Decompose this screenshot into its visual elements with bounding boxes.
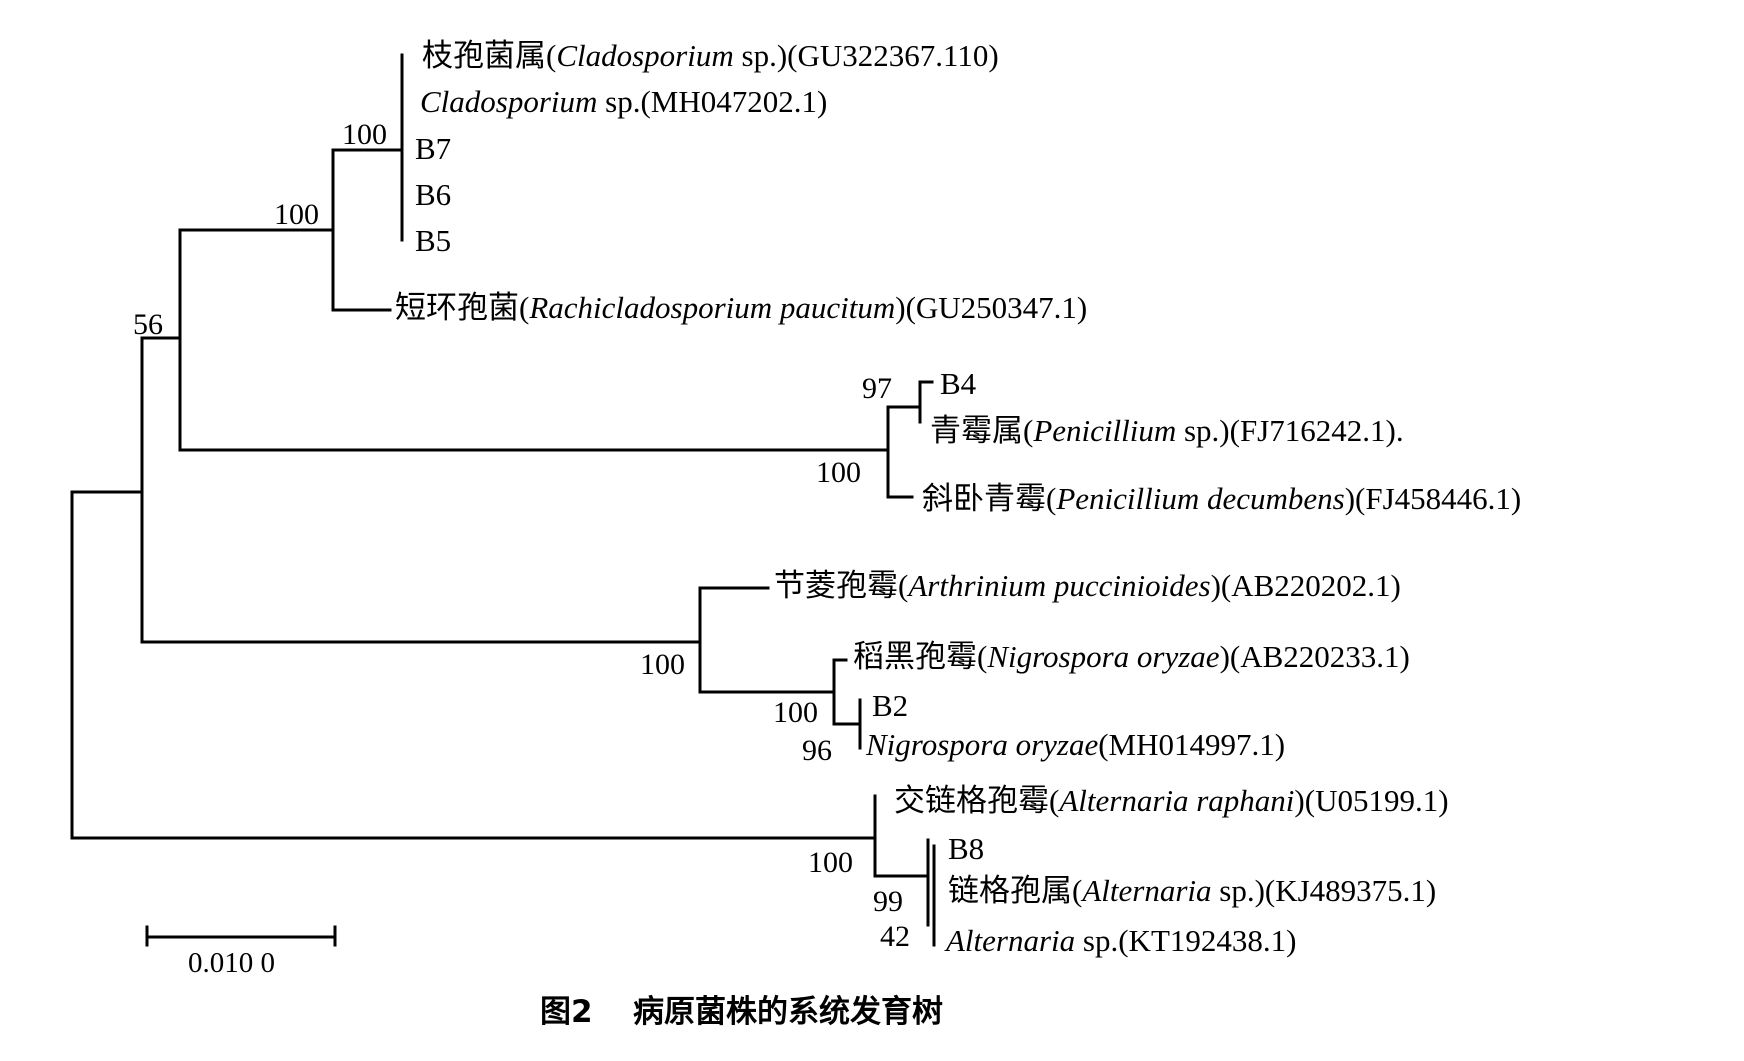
support-value: 100	[640, 648, 685, 681]
tree-branches	[70, 53, 936, 947]
leaf-label-italic-part: Penicillium decumbens	[1055, 481, 1344, 516]
leaf-label-part: )(AB220233.1)	[1220, 639, 1410, 674]
leaf-label-italic-part: Nigrospora oryzae	[865, 727, 1098, 762]
support-values: 100 100 56 97 100 100 100 96 100 99 42	[133, 118, 910, 953]
leaf-label: 节菱孢霉(Arthrinium puccinioides)(AB220202.1…	[774, 568, 1401, 603]
leaf-label: B8	[948, 831, 984, 866]
leaf-label-part: sp.)(FJ716242.1).	[1176, 413, 1403, 448]
leaf-label-italic-part: Nigrospora oryzae	[986, 639, 1219, 674]
leaf-label: 短环孢菌(Rachicladosporium paucitum)(GU25034…	[395, 290, 1087, 325]
leaf-label: B6	[415, 177, 451, 212]
support-value: 100	[816, 456, 861, 489]
leaf-label-part: )(AB220202.1)	[1211, 568, 1401, 603]
leaf-label-part: )(FJ458446.1)	[1345, 481, 1522, 516]
support-value: 42	[880, 920, 910, 953]
leaf-label-italic-part: Cladosporium	[556, 38, 733, 73]
leaf-label-part: 青霉属(	[930, 413, 1033, 448]
leaf-label-part: 节菱孢霉(	[774, 568, 908, 603]
leaf-label-part: B8	[948, 831, 984, 866]
leaf-label: B4	[940, 366, 977, 401]
leaf-label-part: 斜卧青霉(	[922, 481, 1056, 516]
leaf-label-part: B2	[872, 688, 908, 723]
leaf-label-part: 交链格孢霉(	[894, 783, 1059, 818]
leaf-label-part: B4	[940, 366, 977, 401]
leaf-label: B7	[415, 131, 451, 166]
leaf-label-part: sp.)(GU322367.110)	[734, 38, 999, 73]
support-value: 99	[873, 885, 903, 918]
leaf-label: 链格孢属(Alternaria sp.)(KJ489375.1)	[948, 873, 1436, 908]
leaf-label: 枝孢菌属(Cladosporium sp.)(GU322367.110)	[422, 38, 999, 73]
leaf-label-part: sp.)(KJ489375.1)	[1212, 873, 1437, 908]
scale-bar-label: 0.010 0	[188, 947, 275, 979]
leaf-label: Nigrospora oryzae(MH014997.1)	[865, 727, 1285, 762]
support-value: 100	[808, 846, 853, 879]
support-value: 100	[773, 696, 818, 729]
scale-bar: 0.010 0	[145, 925, 337, 979]
leaf-label-part: )(U05199.1)	[1294, 783, 1448, 818]
leaf-label: Alternaria sp.(KT192438.1)	[944, 923, 1296, 958]
support-value: 97	[862, 372, 892, 405]
support-value: 96	[802, 734, 832, 767]
leaf-label-part: sp.(KT192438.1)	[1075, 923, 1296, 958]
caption-figure-label: 图2	[540, 994, 593, 1030]
leaf-label: 稻黑孢霉(Nigrospora oryzae)(AB220233.1)	[853, 639, 1410, 674]
leaf-label: Cladosporium sp.(MH047202.1)	[420, 84, 827, 119]
leaf-label-italic-part: Alternaria	[1080, 873, 1211, 908]
leaf-label-italic-part: Cladosporium	[420, 84, 597, 119]
leaf-label: 交链格孢霉(Alternaria raphani)(U05199.1)	[894, 783, 1449, 818]
leaf-label-part: 稻黑孢霉(	[853, 639, 987, 674]
leaf-label-italic-part: Penicillium	[1032, 413, 1176, 448]
leaf-label-part: 链格孢属(	[948, 873, 1082, 908]
leaf-label-part: 枝孢菌属(	[422, 38, 556, 73]
leaf-label-italic-part: Rachicladosporium paucitum	[528, 290, 895, 325]
leaf-labels: 枝孢菌属(Cladosporium sp.)(GU322367.110) Cla…	[395, 38, 1521, 958]
support-value: 56	[133, 308, 163, 341]
leaf-label-italic-part: Arthrinium puccinioides	[906, 568, 1210, 603]
support-value: 100	[342, 118, 387, 151]
leaf-label-part: sp.(MH047202.1)	[597, 84, 827, 119]
leaf-label: B2	[872, 688, 908, 723]
leaf-label-part: 短环孢菌(	[395, 290, 529, 325]
caption-title: 病原菌株的系统发育树	[633, 994, 943, 1030]
leaf-label-part: (MH014997.1)	[1098, 727, 1285, 762]
leaf-label: 青霉属(Penicillium sp.)(FJ716242.1).	[930, 413, 1404, 448]
leaf-label-part: B6	[415, 177, 451, 212]
leaf-label-italic-part: Alternaria	[944, 923, 1075, 958]
support-value: 100	[274, 198, 319, 231]
leaf-label-part: B5	[415, 223, 451, 258]
leaf-label-part: B7	[415, 131, 451, 166]
leaf-label: 斜卧青霉(Penicillium decumbens)(FJ458446.1)	[922, 481, 1521, 516]
leaf-label-part: )(GU250347.1)	[895, 290, 1087, 325]
figure-caption: 图2 病原菌株的系统发育树	[540, 994, 943, 1030]
leaf-label: B5	[415, 223, 451, 258]
leaf-label-italic-part: Alternaria raphani	[1057, 783, 1294, 818]
